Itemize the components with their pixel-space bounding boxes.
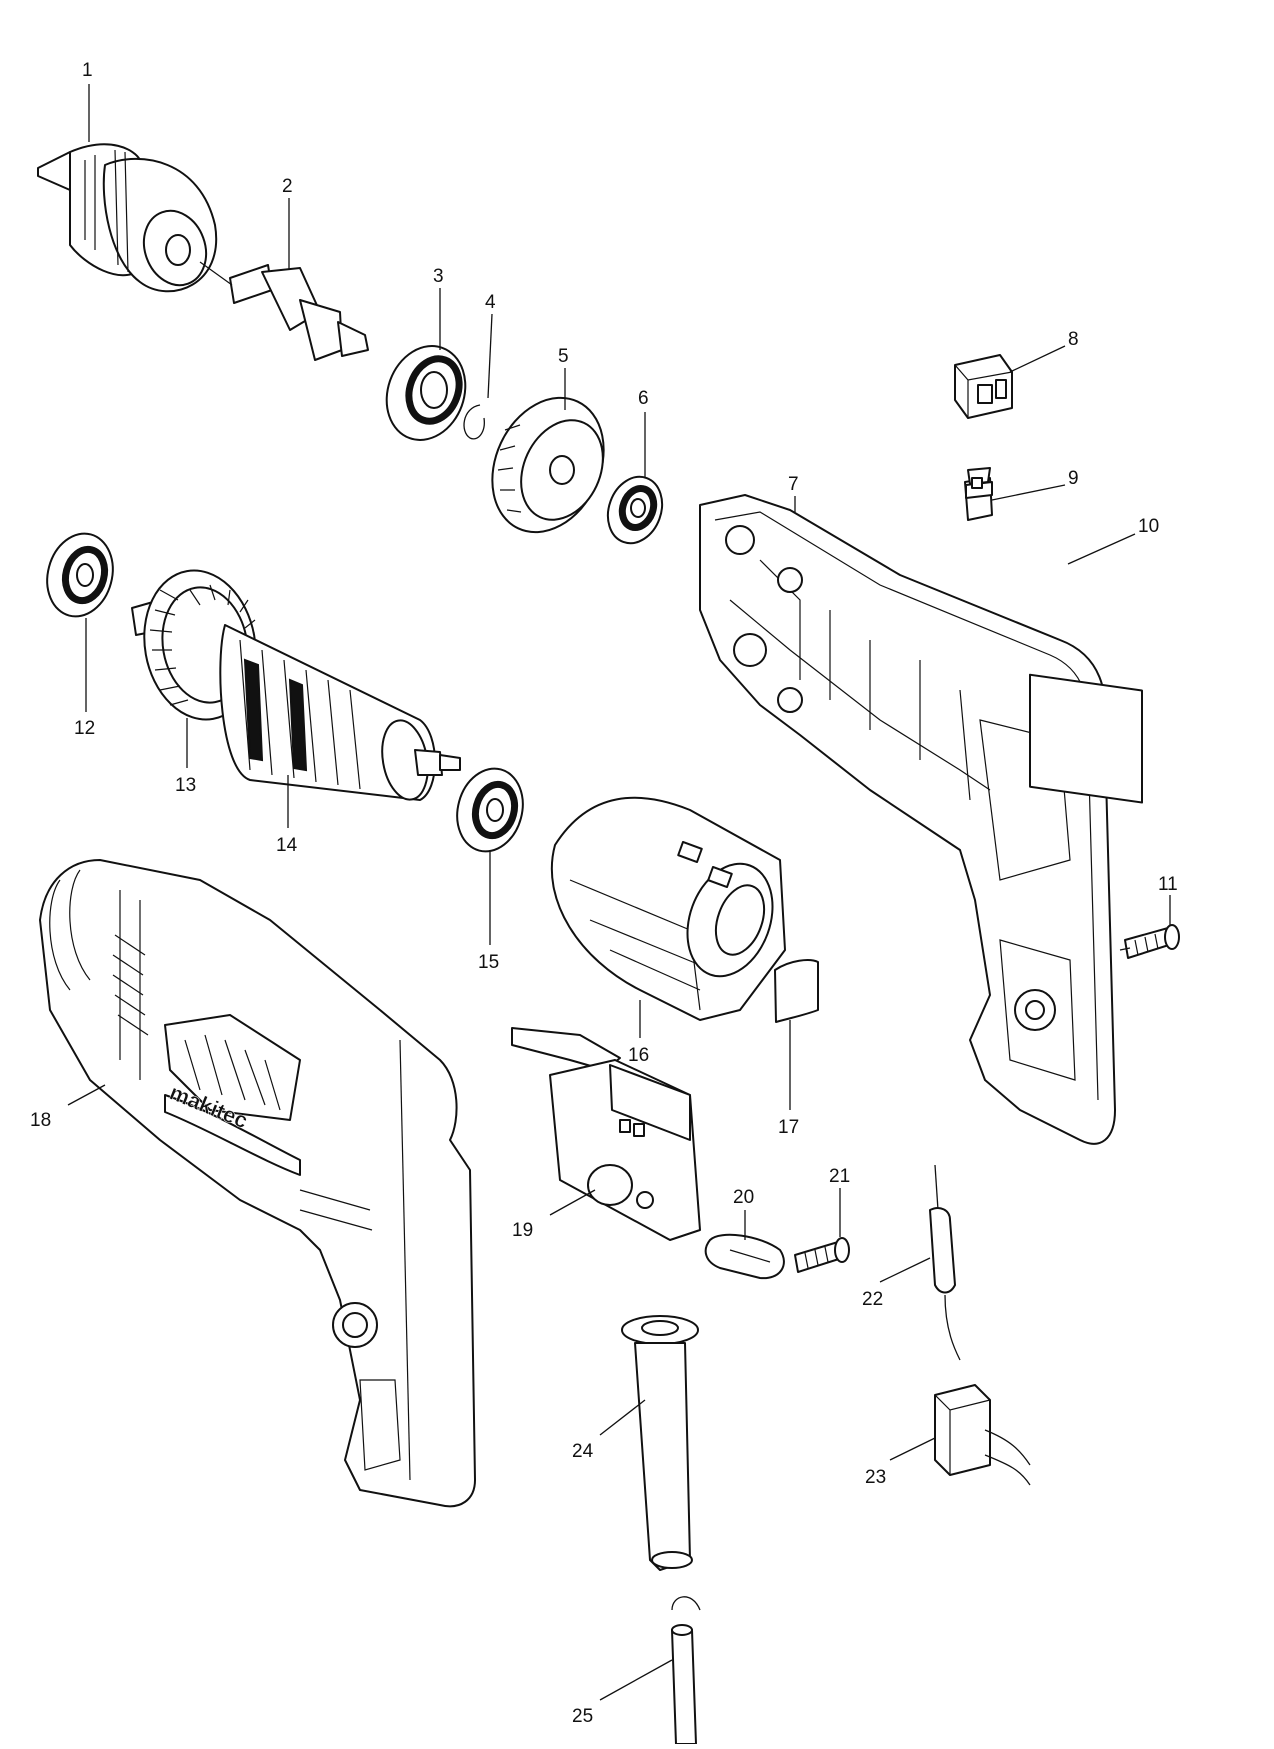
part-1-keyless-chuck [37, 143, 218, 293]
label-part-12: 12 [74, 718, 95, 739]
part-14-armature [219, 624, 461, 801]
part-17-insulation [774, 959, 819, 1023]
part-22-noise-suppressor [929, 1164, 961, 1361]
part-16-field [550, 796, 786, 1021]
part-23-capacitor [934, 1384, 1031, 1486]
label-part-4: 4 [485, 292, 496, 313]
part-19-switch [511, 1027, 701, 1241]
label-part-10: 10 [1138, 516, 1159, 537]
part-2-spindle [199, 261, 369, 361]
part-10-name-plate [1029, 673, 1143, 804]
part-12-ball-bearing [46, 532, 114, 618]
label-part-8: 8 [1068, 329, 1079, 350]
label-part-7: 7 [788, 474, 799, 495]
part-24-strain-relief [621, 1315, 699, 1571]
label-part-5: 5 [558, 346, 569, 367]
label-part-1: 1 [82, 60, 93, 81]
label-part-14: 14 [276, 835, 298, 856]
part-7-housing [699, 494, 1116, 1145]
leader-lines [67, 84, 1171, 1701]
part-18-assembled-drill: makitec [39, 859, 476, 1508]
label-part-22: 22 [862, 1289, 883, 1310]
part-4-retaining-ring [463, 404, 485, 440]
label-part-18: 18 [30, 1110, 51, 1131]
part-5-gear [491, 396, 605, 534]
label-part-16: 16 [628, 1045, 649, 1066]
label-part-23: 23 [865, 1467, 886, 1488]
part-21-tapping-screw [794, 1237, 850, 1273]
label-part-20: 20 [733, 1187, 754, 1208]
label-part-13: 13 [175, 775, 196, 796]
label-part-6: 6 [638, 388, 649, 409]
part-3-ball-bearing [385, 345, 467, 441]
label-part-25: 25 [572, 1706, 593, 1727]
label-part-15: 15 [478, 952, 499, 973]
label-part-19: 19 [512, 1220, 533, 1241]
label-part-2: 2 [282, 176, 293, 197]
label-part-9: 9 [1068, 468, 1079, 489]
part-25-power-cord [671, 1596, 701, 1745]
part-9-carbon-brush [964, 467, 993, 521]
label-part-21: 21 [829, 1166, 850, 1187]
label-part-24: 24 [572, 1441, 594, 1462]
label-part-11: 11 [1158, 874, 1178, 895]
part-number-labels: 1 2 3 4 5 6 7 8 9 10 11 12 13 14 15 16 1… [30, 60, 1178, 1727]
label-part-17: 17 [778, 1117, 799, 1138]
part-8-brush-holder [954, 354, 1013, 419]
part-11-tapping-screw [1119, 924, 1180, 959]
label-part-3: 3 [433, 266, 444, 287]
part-15-ball-bearing [456, 767, 524, 853]
part-6-small-bearing [606, 475, 664, 545]
part-20-cord-clamp [704, 1233, 785, 1280]
